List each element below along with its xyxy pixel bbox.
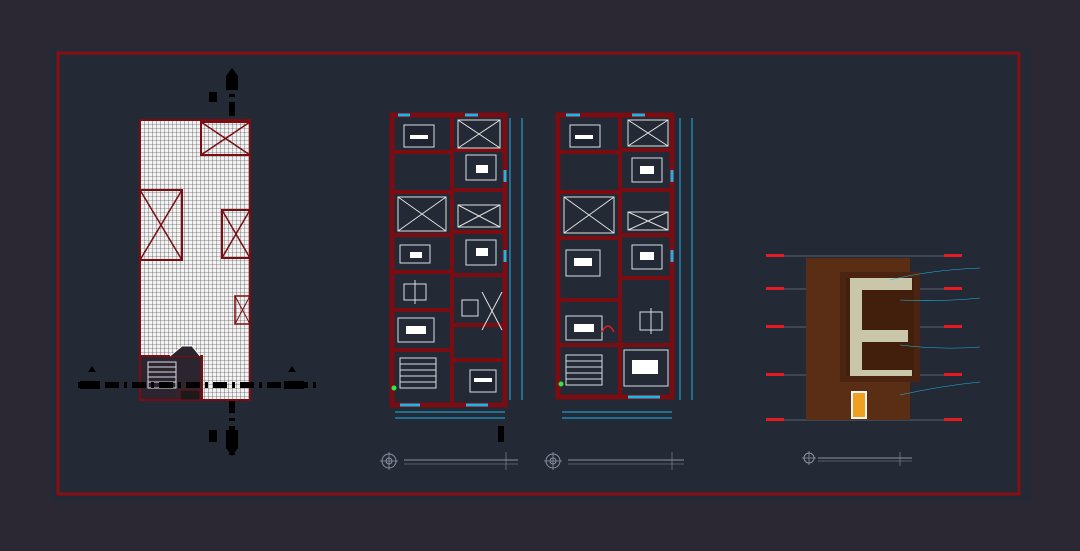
- entrance-door: [851, 391, 867, 419]
- section-marker-left: [80, 366, 100, 389]
- facade-frame: [850, 278, 912, 376]
- facade-elevation[interactable]: [766, 254, 981, 466]
- skylight-right: [221, 209, 251, 259]
- elevation-title: [802, 451, 912, 466]
- floor-plan-2[interactable]: [544, 112, 693, 470]
- section-marker-bottom: [209, 430, 238, 456]
- skylight-large: [139, 189, 183, 261]
- skylight-upper: [200, 121, 251, 156]
- plan-1-title: [380, 452, 518, 470]
- skylight-small: [234, 295, 251, 325]
- floor-plan-1[interactable]: [380, 112, 523, 470]
- section-marker-top: [209, 68, 238, 102]
- plan-2-title: [544, 452, 684, 470]
- roof-plan[interactable]: [78, 68, 320, 456]
- section-marker-right: [284, 366, 304, 389]
- sheet-frame: [56, 51, 1021, 496]
